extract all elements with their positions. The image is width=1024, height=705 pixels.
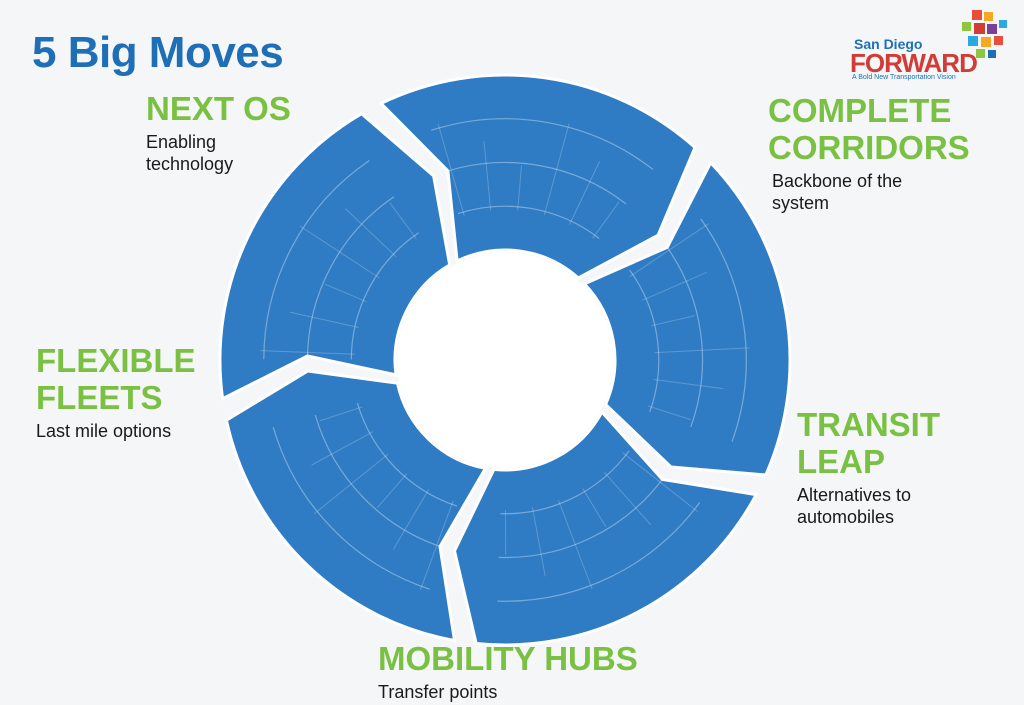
move-subtitle: Last mile options <box>36 421 172 441</box>
segment-next-os <box>378 73 697 280</box>
move-next-os: NEXT OS Enabling technology <box>146 90 291 175</box>
logo-mosaic-icon <box>962 10 1007 58</box>
segment-mobility-hubs <box>224 369 488 643</box>
segment-transit-leap <box>452 409 759 647</box>
logo-tagline: A Bold New Transportation Vision <box>852 74 956 81</box>
logo-line-2: FORWARD <box>850 48 978 78</box>
segment-complete-corridors <box>581 160 792 477</box>
move-subtitle: Enabling technology <box>146 132 234 174</box>
move-title: MOBILITY HUBS <box>378 640 638 677</box>
ring-center <box>397 252 613 468</box>
move-mobility-hubs: MOBILITY HUBS Transfer points <box>378 640 638 703</box>
page-title: 5 Big Moves <box>32 28 284 77</box>
move-subtitle: Alternatives to automobiles <box>797 485 912 527</box>
segment-flexible-fleets <box>218 111 452 401</box>
move-subtitle: Transfer points <box>378 682 498 702</box>
logo-line-1: San Diego <box>854 36 923 52</box>
move-title: NEXT OS <box>146 90 291 127</box>
move-subtitle: Backbone of the system <box>772 171 903 213</box>
san-diego-forward-logo: San Diego FORWARD A Bold New Transportat… <box>846 6 1016 86</box>
